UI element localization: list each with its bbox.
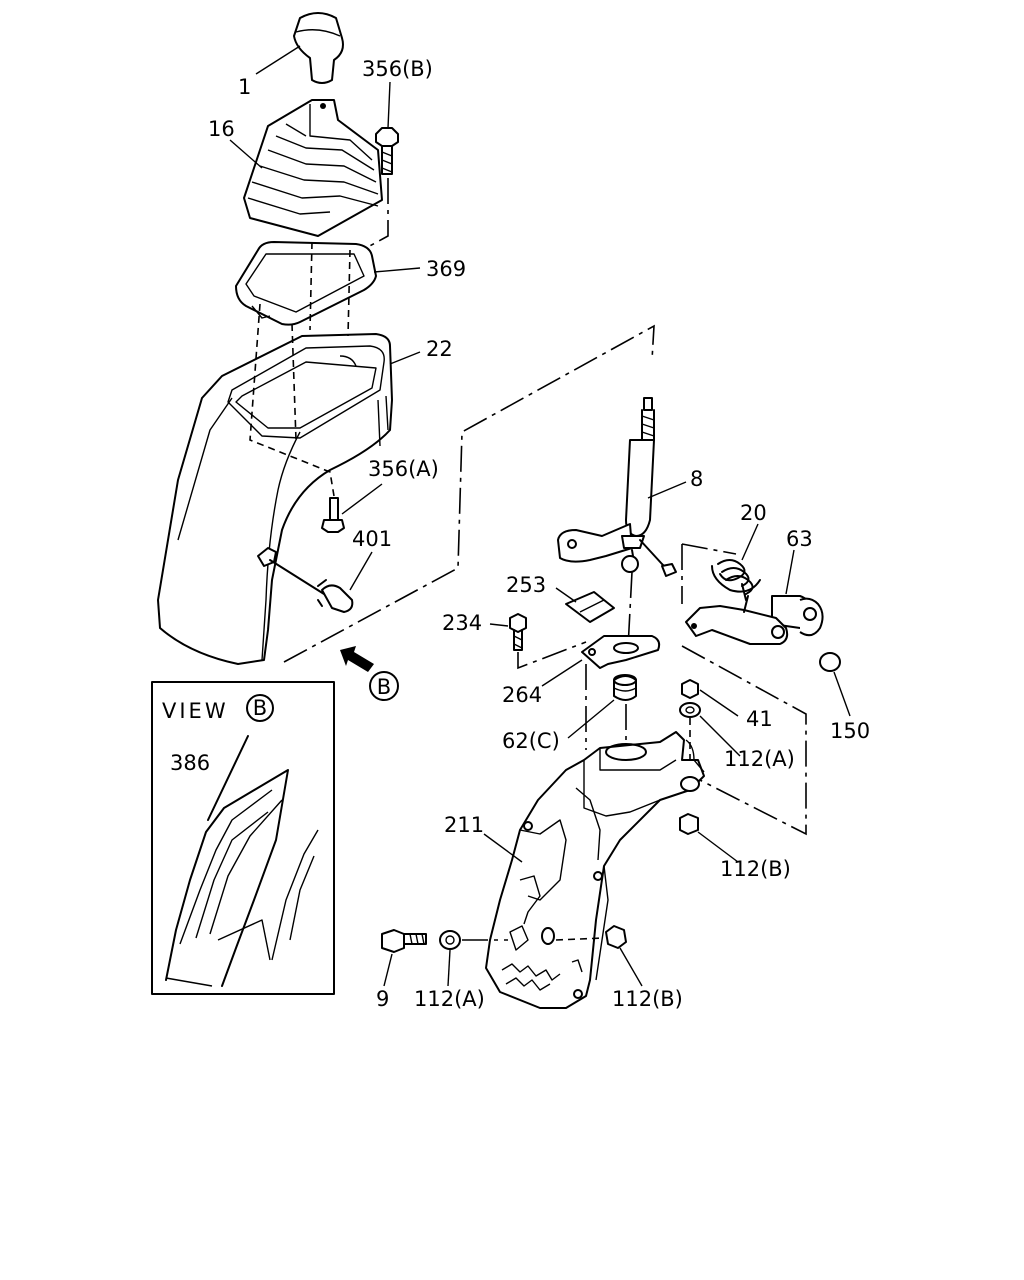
gasket-369: [235, 241, 377, 326]
nut-112b-bottom: [605, 925, 627, 949]
label-356b: 356(B): [362, 57, 433, 81]
shift-boot: [243, 99, 383, 237]
clip-401: [257, 547, 354, 613]
washer-112a-bottom: [439, 930, 461, 950]
label-16: 16: [208, 117, 235, 141]
bracket-211: [485, 731, 705, 1009]
bolt-9: [381, 929, 427, 953]
leader-lines: [229, 45, 851, 987]
shift-knob: [293, 12, 344, 84]
bushing-62c: [613, 674, 637, 701]
washer-112a-right: [679, 702, 701, 718]
label-8: 8: [690, 467, 703, 491]
bolt-234: [509, 613, 527, 651]
collar-150: [819, 652, 841, 672]
label-264: 264: [502, 683, 542, 707]
label-150: 150: [830, 719, 870, 743]
nut-41: [681, 679, 699, 699]
label-9: 9: [376, 987, 389, 1011]
view-b-marker-text: B: [377, 675, 391, 699]
screw-356a: [321, 497, 345, 533]
label-369: 369: [426, 257, 466, 281]
spring-20: [711, 559, 761, 601]
view-b-panel: VIEW B 386: [151, 681, 335, 995]
lever-63: [685, 595, 824, 645]
plate-264: [581, 635, 661, 669]
console-22: [157, 333, 393, 665]
label-63: 63: [786, 527, 813, 551]
label-401: 401: [352, 527, 392, 551]
label-253: 253: [506, 573, 546, 597]
label-386: 386: [170, 751, 210, 775]
view-b-title: VIEW: [162, 699, 229, 723]
label-234: 234: [442, 611, 482, 635]
label-112b-bottom: 112(B): [612, 987, 683, 1011]
view-b-arrow: B: [340, 646, 399, 701]
label-211: 211: [444, 813, 484, 837]
cover-253: [565, 591, 615, 623]
label-1: 1: [238, 75, 251, 99]
label-41: 41: [746, 707, 773, 731]
label-62c: 62(C): [502, 729, 560, 753]
label-22: 22: [426, 337, 453, 361]
bolt-356b: [375, 127, 399, 175]
label-112a-bottom: 112(A): [414, 987, 485, 1011]
label-356a: 356(A): [368, 457, 439, 481]
label-20: 20: [740, 501, 767, 525]
nut-112b-right: [679, 813, 699, 835]
view-b-title-circle: B: [253, 696, 267, 720]
shift-lever-8: [557, 397, 677, 577]
label-112a-right: 112(A): [724, 747, 795, 771]
label-112b-right: 112(B): [720, 857, 791, 881]
